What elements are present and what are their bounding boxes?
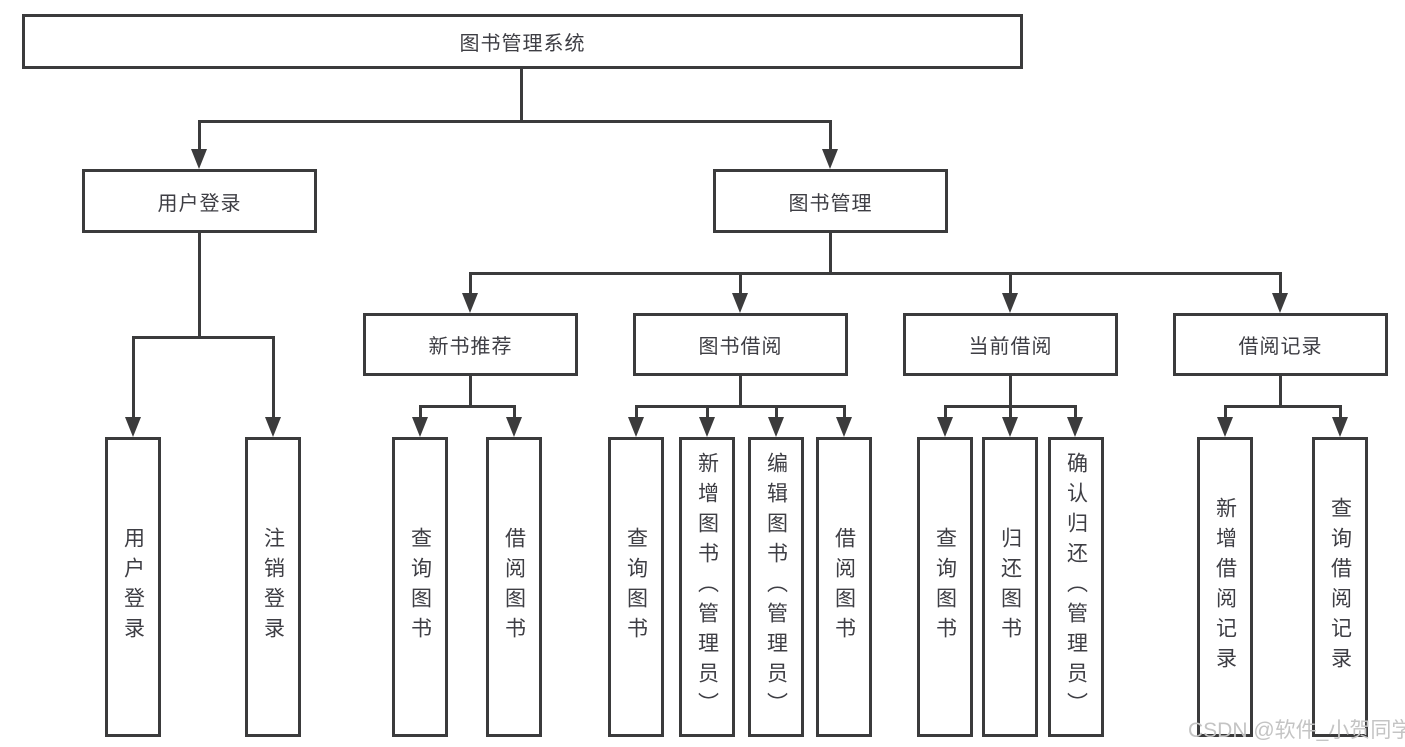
connector-root-stub [520,69,523,120]
connector-current-borrow-stub [1009,376,1012,407]
node-current-borrow-label: 当前借阅 [968,336,1053,358]
leaf-query-books-2: 查询图书 [608,437,664,737]
connector-to-leaf-query-record [1339,405,1342,420]
node-book-management: 图书管理 [713,169,948,233]
arrow-to-leaf-borrow-2 [836,417,852,437]
leaf-borrow-books-2-label: 借阅图书 [832,527,856,647]
node-book-borrow-label: 图书借阅 [698,336,783,358]
connector-to-leaf-query-3 [944,405,947,420]
connector-to-leaf-return-books [1009,405,1012,420]
connector-to-current-borrow [1009,272,1012,296]
connector-to-leaf-confirm-return [1074,405,1077,420]
leaf-user-login: 用户登录 [105,437,161,737]
node-user-login: 用户登录 [82,169,317,233]
leaf-edit-books-admin: 编辑图书（管理员） [748,437,804,737]
leaf-return-books-label: 归还图书 [998,527,1022,647]
leaf-query-books-2-label: 查询图书 [624,527,648,647]
node-new-book-recommend: 新书推荐 [363,313,578,376]
connector-to-leaf-logout [272,336,275,420]
leaf-add-borrow-record: 新增借阅记录 [1197,437,1253,737]
leaf-add-books-admin: 新增图书（管理员） [679,437,735,737]
leaf-confirm-return-admin-label: 确认归还（管理员） [1064,452,1088,722]
arrow-to-leaf-return-books [1002,417,1018,437]
leaf-confirm-return-admin: 确认归还（管理员） [1048,437,1104,737]
connector-user-login-stub [198,233,201,339]
arrow-to-leaf-query-3 [937,417,953,437]
connector-recommend-stub [469,376,472,407]
node-book-management-label: 图书管理 [788,192,873,215]
connector-level2-rail [199,120,832,123]
arrow-to-leaf-add-record [1217,417,1233,437]
leaf-query-books-1-label: 查询图书 [408,527,432,647]
connector-to-user-login [198,120,201,152]
connector-recommend-rail [419,405,516,408]
leaf-borrow-books-2: 借阅图书 [816,437,872,737]
connector-login-rail [132,336,275,339]
connector-to-leaf-query-2 [635,405,638,420]
leaf-add-borrow-record-label: 新增借阅记录 [1213,497,1237,677]
leaf-return-books: 归还图书 [982,437,1038,737]
leaf-query-books-1: 查询图书 [392,437,448,737]
node-borrow-records-label: 借阅记录 [1238,336,1323,358]
node-root: 图书管理系统 [22,14,1023,69]
connector-to-leaf-user-login [132,336,135,420]
connector-book-borrow-stub [739,376,742,407]
connector-to-book-borrow [739,272,742,296]
connector-to-leaf-borrow-2 [843,405,846,420]
arrow-to-leaf-query-1 [412,417,428,437]
leaf-query-borrow-record-label: 查询借阅记录 [1328,497,1352,677]
connector-level3-rail [469,272,1282,275]
arrow-to-leaf-edit-books [768,417,784,437]
arrow-to-leaf-borrow-1 [506,417,522,437]
arrow-to-leaf-query-record [1332,417,1348,437]
arrow-to-leaf-query-2 [628,417,644,437]
leaf-edit-books-admin-label: 编辑图书（管理员） [764,452,788,722]
connector-to-new-book-recommend [469,272,472,296]
arrow-to-leaf-add-books [699,417,715,437]
leaf-query-borrow-record: 查询借阅记录 [1312,437,1368,737]
connector-book-management-stub [829,233,832,275]
node-book-borrow: 图书借阅 [633,313,848,376]
leaf-query-books-3-label: 查询图书 [933,527,957,647]
arrow-to-leaf-user-login [125,417,141,437]
connector-to-leaf-add-books [706,405,709,420]
leaf-query-books-3: 查询图书 [917,437,973,737]
connector-to-leaf-edit-books [775,405,778,420]
leaf-add-books-admin-label: 新增图书（管理员） [695,452,719,722]
arrow-to-user-login [191,149,207,169]
connector-borrow-records-rail [1224,405,1341,408]
arrow-to-borrow-records [1272,293,1288,313]
arrow-to-leaf-confirm-return [1067,417,1083,437]
connector-book-borrow-rail [635,405,846,408]
leaf-borrow-books-1-label: 借阅图书 [502,527,526,647]
arrow-to-leaf-logout [265,417,281,437]
arrow-to-book-management [822,149,838,169]
connector-to-book-management [829,120,832,152]
arrow-to-new-book-recommend [462,293,478,313]
connector-to-leaf-add-record [1224,405,1227,420]
csdn-watermark: CSDN @软件_小贺同学 [1188,719,1405,742]
connector-borrow-records-stub [1279,376,1282,407]
node-current-borrow: 当前借阅 [903,313,1118,376]
leaf-logout-label: 注销登录 [261,527,285,647]
arrow-to-book-borrow [732,293,748,313]
leaf-borrow-books-1: 借阅图书 [486,437,542,737]
node-borrow-records: 借阅记录 [1173,313,1388,376]
connector-to-leaf-query-1 [419,405,422,420]
connector-to-leaf-borrow-1 [513,405,516,420]
node-new-book-recommend-label: 新书推荐 [428,336,513,358]
leaf-user-login-label: 用户登录 [121,527,145,647]
node-root-label: 图书管理系统 [459,33,586,55]
arrow-to-current-borrow [1002,293,1018,313]
connector-to-borrow-records [1279,272,1282,296]
node-user-login-label: 用户登录 [157,192,242,215]
leaf-logout: 注销登录 [245,437,301,737]
